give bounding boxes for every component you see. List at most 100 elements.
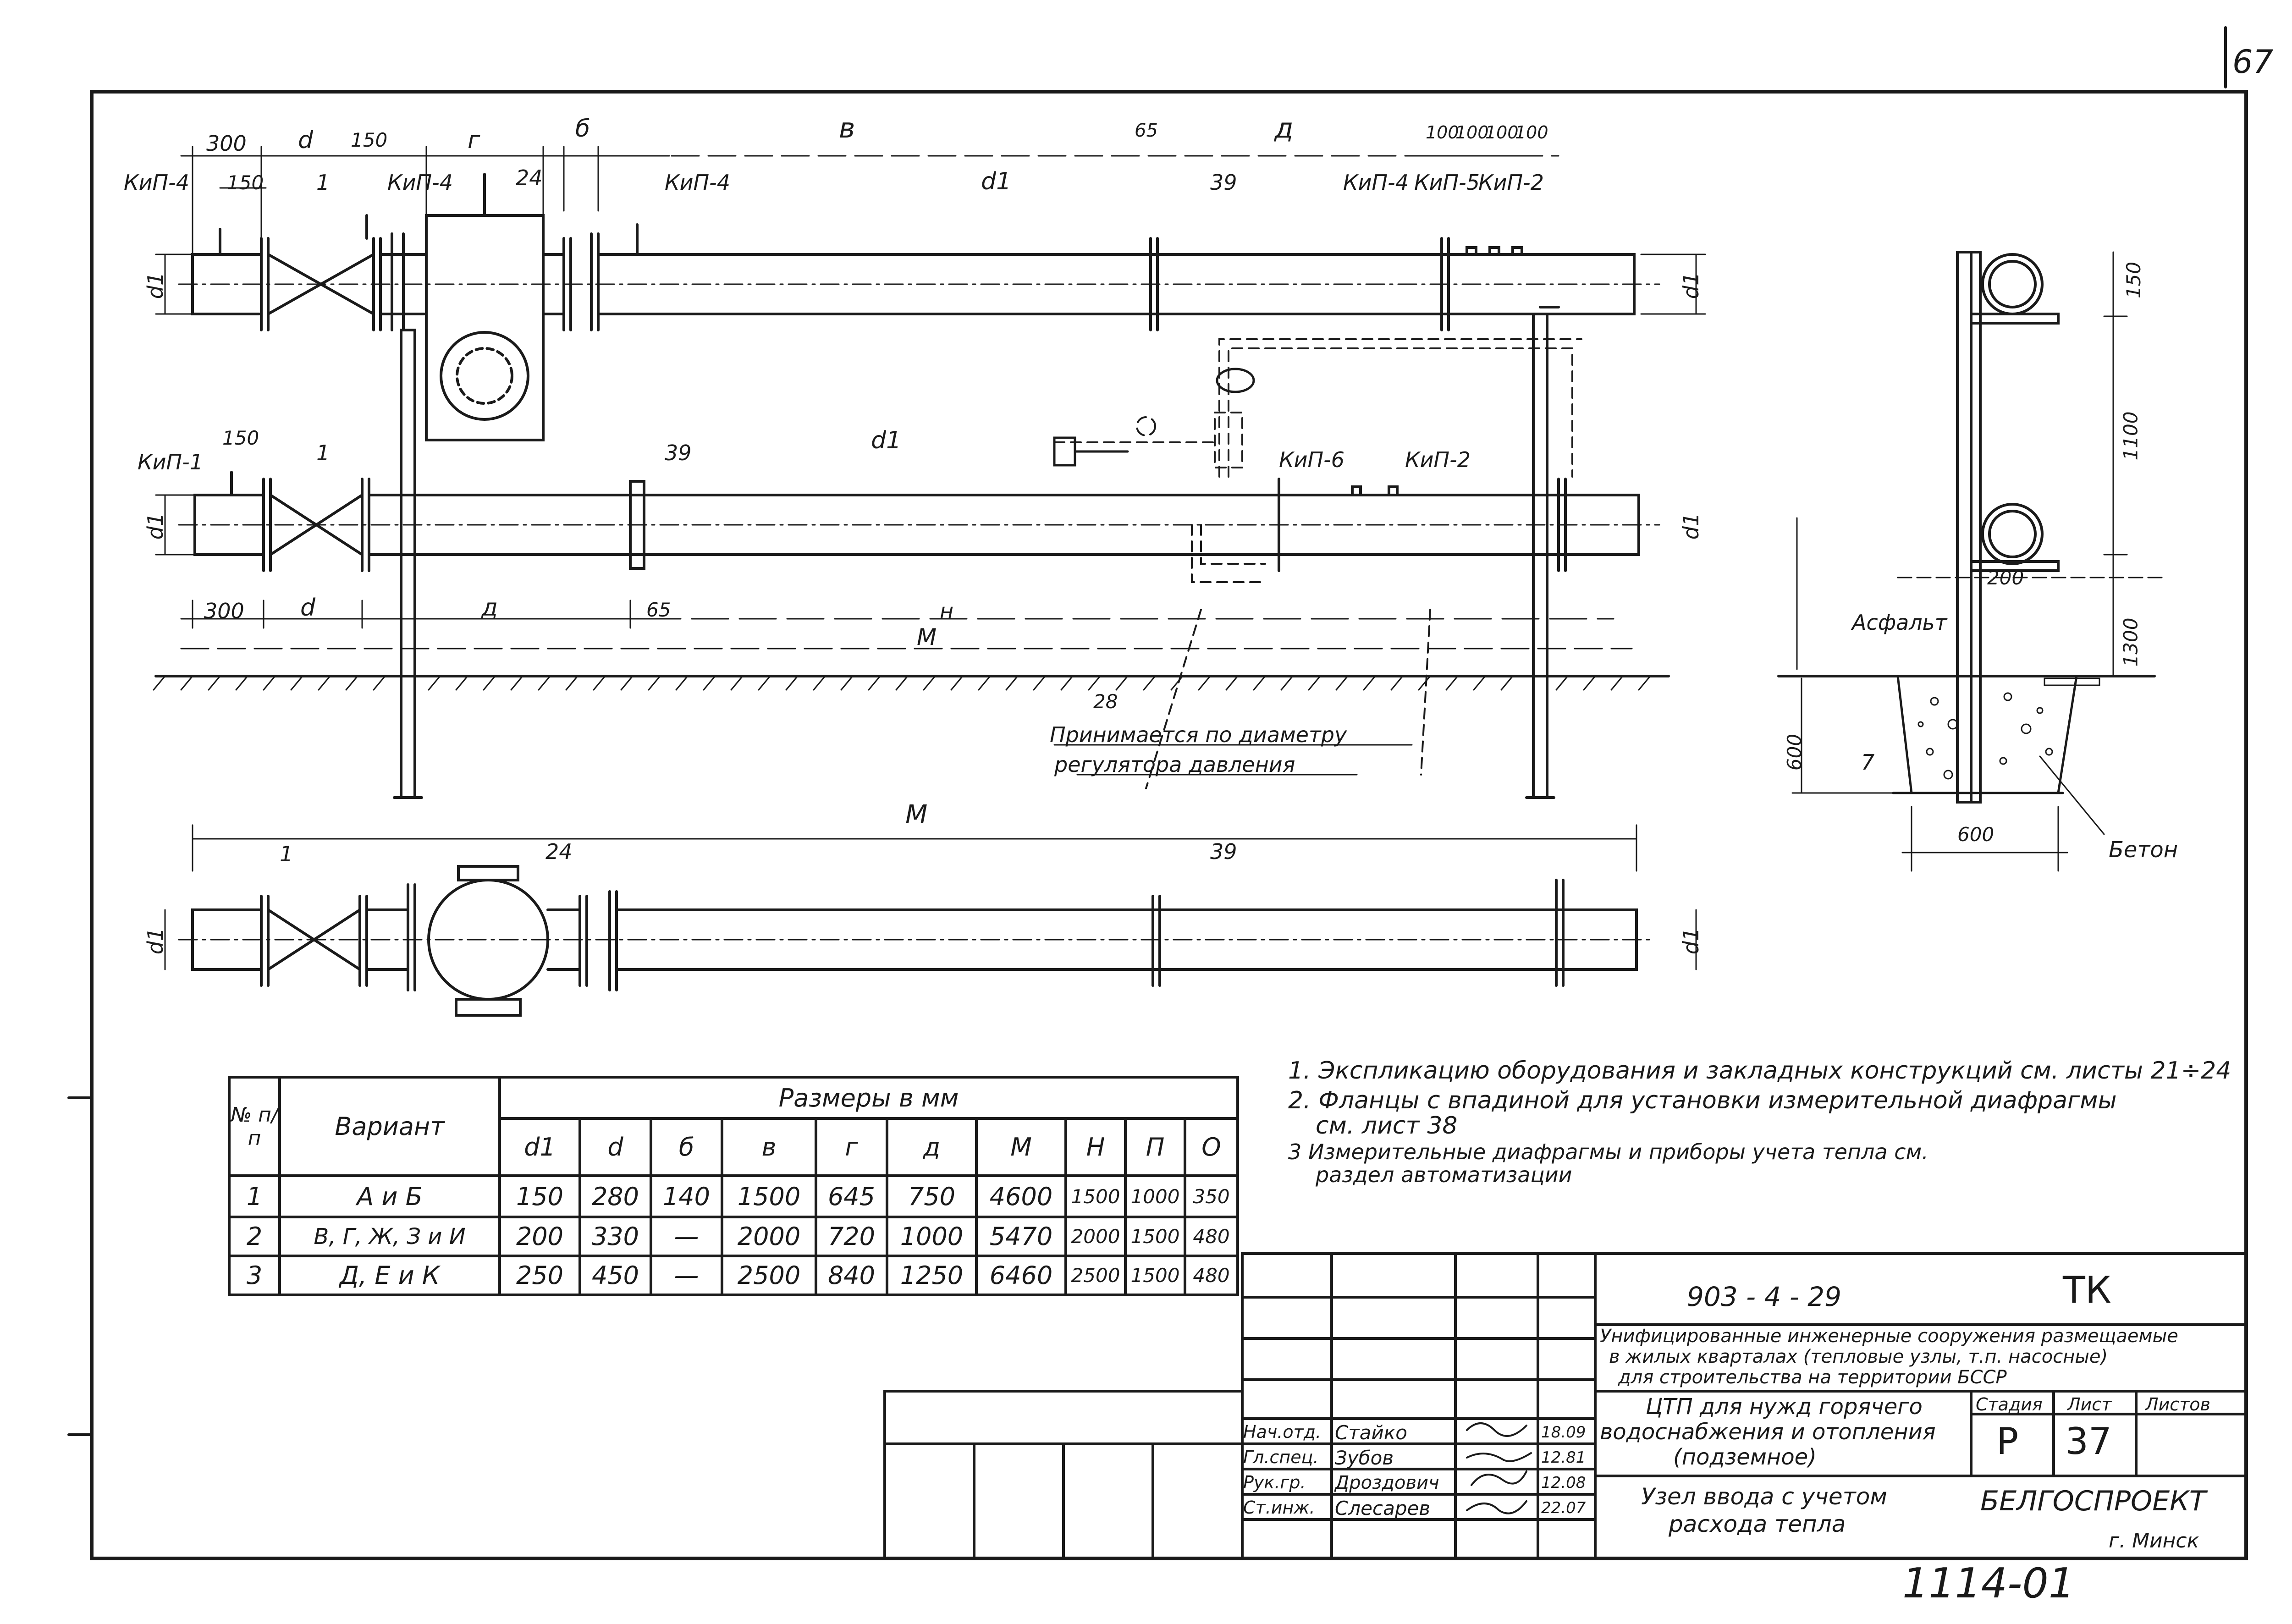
set-code: ТК xyxy=(2063,1269,2111,1311)
org-city: г. Минск xyxy=(2109,1529,2199,1552)
table-col-header: г xyxy=(845,1133,858,1162)
table-col-header: d1 xyxy=(524,1133,556,1162)
table-cell: 2500 xyxy=(737,1261,801,1290)
stage-label: Стадия xyxy=(1976,1394,2043,1415)
table-cell: 1500 xyxy=(737,1182,801,1211)
table-cell: 750 xyxy=(908,1182,956,1211)
table-cell: 1000 xyxy=(1130,1185,1180,1208)
table-col-header: П xyxy=(1146,1133,1165,1162)
section-dim-150: 150 xyxy=(2122,261,2145,299)
note-3a: 3 Измерительные диафрагмы и приборы учет… xyxy=(1288,1140,1928,1164)
note-2b: см. лист 38 xyxy=(1316,1112,1458,1140)
table-cell: — xyxy=(674,1261,699,1290)
dim-100-b: 100 xyxy=(1455,122,1489,143)
d1-label-plan-left: d1 xyxy=(143,927,168,955)
section-dim-1100: 1100 xyxy=(2119,411,2142,461)
table-cell: 1250 xyxy=(900,1261,964,1290)
object-line-1: ЦТП для нужд горячего xyxy=(1646,1394,1923,1420)
plan-callout-39: 39 xyxy=(1210,839,1237,864)
ground-line xyxy=(153,675,1670,776)
dim-d-bottom: d xyxy=(300,594,316,622)
note-1: 1. Экспликацию оборудования и закладных … xyxy=(1288,1057,2231,1085)
table-cell: 720 xyxy=(827,1222,876,1251)
table-cell: — xyxy=(674,1222,699,1251)
table-col-header: О xyxy=(1201,1133,1221,1162)
elevation-mid-pipe xyxy=(178,471,1660,572)
signer-date: 18.09 xyxy=(1541,1423,1586,1442)
table-col-header: М xyxy=(1010,1133,1032,1162)
callout-39-top: 39 xyxy=(1210,170,1237,195)
stage-value: Р xyxy=(1996,1420,2019,1463)
dim-v-top: в xyxy=(839,112,855,144)
title-block-grid xyxy=(883,1252,2248,1560)
table-col-header: Н xyxy=(1086,1133,1105,1162)
regulator-note-line1: Принимается по диаметру xyxy=(1050,722,1347,747)
callout-d1-top: d1 xyxy=(981,168,1012,195)
table-col-header: д xyxy=(923,1133,941,1162)
table-cell: 645 xyxy=(827,1182,876,1211)
kip-label-6: КиП-2 xyxy=(1478,170,1544,195)
kip-label-1: КиП-4 xyxy=(124,170,190,195)
dim-n-bottom: н xyxy=(940,599,954,623)
table-cell: В, Г, Ж, З и И xyxy=(314,1223,466,1250)
kip-label-mid-3: КиП-2 xyxy=(1405,447,1471,472)
dim-b-top: б xyxy=(575,115,590,143)
table-cell: 2000 xyxy=(737,1222,801,1251)
signer-name: Слесарев xyxy=(1335,1497,1431,1519)
regulator-note-line2: регулятора давления xyxy=(1054,752,1295,777)
plan-view xyxy=(164,824,1697,1017)
section-dim-600-h: 600 xyxy=(1957,823,1994,846)
regulator-outline-solid xyxy=(1053,368,1255,467)
plan-callout-24: 24 xyxy=(545,839,573,864)
signer-name: Дроздович xyxy=(1335,1472,1439,1493)
table-cell: 2000 xyxy=(1071,1225,1120,1248)
callout-39-mid: 39 xyxy=(665,440,692,465)
table-cell: 1500 xyxy=(1130,1225,1180,1248)
signer-date: 22.07 xyxy=(1541,1499,1586,1517)
table-cell: 280 xyxy=(591,1182,639,1211)
sheet-title-line-2: расхода тепла xyxy=(1669,1511,1846,1537)
table-cell: 450 xyxy=(591,1261,639,1290)
pipe-supports xyxy=(393,306,1560,799)
table-cell: 2 xyxy=(246,1222,263,1251)
d1-label-mid-right: d1 xyxy=(1679,512,1704,540)
section-dim-1300: 1300 xyxy=(2119,617,2142,667)
project-line-2: в жилых кварталах (тепловые узлы, т.п. н… xyxy=(1609,1346,2108,1367)
dim-100-c: 100 xyxy=(1485,122,1519,143)
table-cell: 1500 xyxy=(1130,1264,1180,1287)
table-col-header: в xyxy=(761,1133,777,1162)
sheet-title-line-1: Узел ввода с учетом xyxy=(1641,1483,1888,1510)
d1-label-mid-left: d1 xyxy=(143,512,168,540)
signer-date: 12.08 xyxy=(1541,1474,1586,1492)
signer-name: Стайко xyxy=(1335,1421,1407,1444)
table-cell: 1500 xyxy=(1071,1185,1120,1208)
table-cell: 480 xyxy=(1193,1225,1230,1248)
project-line-1: Унифицированные инженерные сооружения ра… xyxy=(1600,1326,2178,1347)
table-cell: 350 xyxy=(1193,1185,1230,1208)
table-cell: Д, Е и К xyxy=(339,1261,440,1290)
dim-65-bottom: 65 xyxy=(646,599,671,621)
signer-name: Зубов xyxy=(1335,1447,1394,1469)
d1-label-top-left: d1 xyxy=(143,272,168,299)
table-header-variant: Вариант xyxy=(335,1112,445,1141)
section-asphalt-label: Асфальт xyxy=(1852,610,1947,635)
catalog-number: 1114-01 xyxy=(1902,1559,2075,1607)
table-cell: 2500 xyxy=(1071,1264,1120,1287)
table-col-header: d xyxy=(607,1133,623,1162)
d1-label-top-right: d1 xyxy=(1679,272,1704,299)
dimension-lines-elevation xyxy=(155,146,1706,650)
dim-d-top: d xyxy=(298,127,314,154)
signer-role: Рук.гр. xyxy=(1243,1472,1306,1492)
doc-code: 903 - 4 - 29 xyxy=(1687,1281,1842,1312)
signer-role: Гл.спец. xyxy=(1243,1447,1319,1467)
table-col-header: б xyxy=(678,1133,694,1162)
dim-de-top: д xyxy=(1274,112,1294,144)
kip-label-mid-2: КиП-6 xyxy=(1279,447,1345,472)
kip-label-4: КиП-4 xyxy=(1343,170,1409,195)
dim-65-top: 65 xyxy=(1135,120,1158,141)
table-cell: 6460 xyxy=(989,1261,1053,1290)
dimension-table-grid xyxy=(228,1076,1239,1296)
callout-1-top: 1 xyxy=(316,170,330,195)
plan-dim-m: М xyxy=(905,800,928,830)
